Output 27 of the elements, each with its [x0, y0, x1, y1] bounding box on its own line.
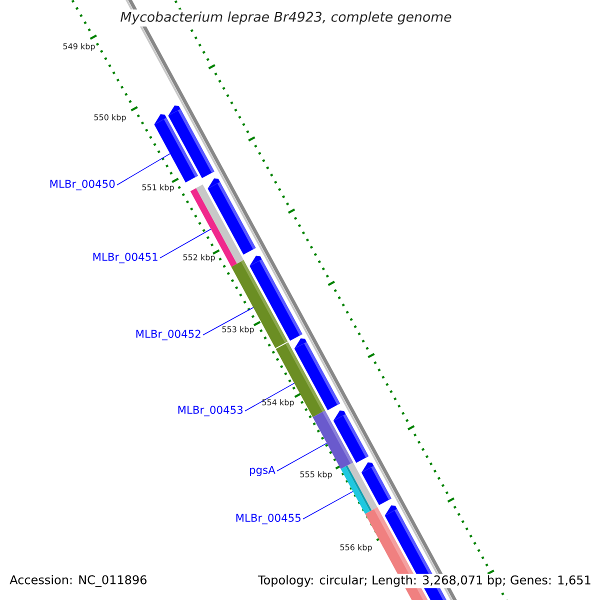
scale-label: 555 kbp — [300, 471, 332, 479]
gene-label: MLBr_00455 — [236, 514, 300, 524]
scale-label: 549 kbp — [63, 43, 95, 51]
leader-line — [160, 228, 212, 258]
title: Mycobacterium leprae Br4923, complete genome — [118, 10, 454, 26]
genome-info: Topology: circular; Length: 3,268,071 bp; Genes: 1,651 — [256, 574, 593, 588]
gene-bar — [312, 410, 354, 470]
gene-label: MLBr_00450 — [50, 180, 115, 190]
gene-label: pgsA — [250, 466, 276, 476]
leader-line — [276, 442, 328, 472]
scale-label: 553 kbp — [222, 326, 254, 334]
gene-bar — [276, 342, 326, 418]
scale-label: 556 kbp — [340, 544, 372, 552]
scale-label: 552 kbp — [183, 254, 215, 262]
leader-line — [116, 153, 170, 186]
scale-label: 550 kbp — [94, 114, 126, 122]
scale-label: 551 kbp — [142, 184, 174, 192]
gene-label: MLBr_00451 — [93, 252, 158, 264]
scale-label: 554 kbp — [262, 399, 294, 407]
leader-line — [244, 382, 295, 412]
gene-label: MLBr_00453 — [178, 406, 243, 416]
gene-bar — [154, 114, 198, 182]
gene-bar — [340, 465, 372, 514]
accession-text: Accession: NC_011896 — [8, 574, 149, 588]
leader-line — [302, 491, 354, 520]
leader-line — [202, 307, 254, 336]
gene-label: MLBr_00452 — [136, 330, 200, 340]
